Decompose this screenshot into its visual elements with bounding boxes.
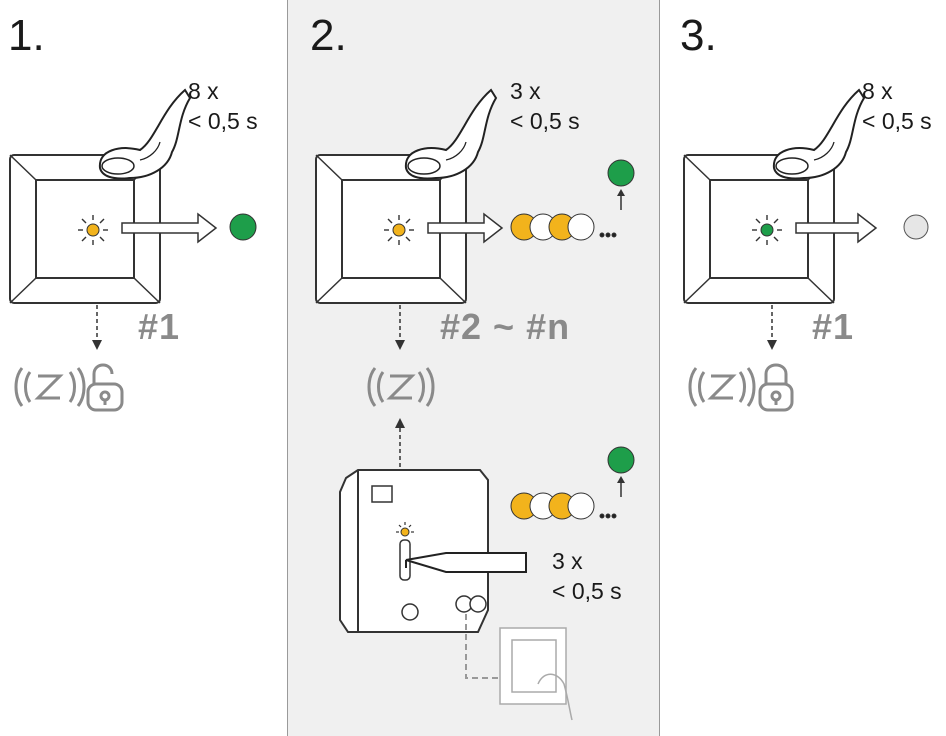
zwave-signal-icon [367,367,435,407]
tap-duration: < 0,5 s [862,108,932,134]
tap-instruction: 8 x < 0,5 s [862,76,932,136]
led-green-icon [229,213,257,241]
step-1-illustration [9,88,257,412]
device-slot-label: #1 [812,306,855,347]
tap-duration: < 0,5 s [510,108,580,134]
push-button-switch [499,627,573,721]
zwave-signal-icon [14,367,86,407]
panel-divider [659,0,660,736]
unlocked-padlock-icon [86,363,124,412]
step-2-panel: 2. 3 x < 0,5 s [288,0,659,736]
led-amber-icon [78,215,108,245]
finger-icon [404,88,498,180]
wiring-line [465,614,498,679]
led-green-icon [607,159,635,187]
step-1-panel: 1. 8 x < 0,5 s [0,0,287,736]
arrow-right-icon [795,212,878,244]
device-slot-label: #2 ~ #n [440,306,571,347]
led-amber-icon [384,215,414,245]
screwdriver-icon [405,552,527,573]
blink-sequence-icon [510,213,617,241]
step-3-panel: 3. 8 x < 0,5 s [660,0,946,736]
arrow-right-icon [121,212,218,244]
wall-switch [683,154,835,304]
zwave-signal-icon [688,367,756,407]
led-off-icon [903,214,929,240]
actuator-module [339,469,489,633]
led-amber-small-icon [396,522,414,537]
arrow-right-icon [427,212,504,244]
step-number: 1. [8,11,45,60]
locked-padlock-icon [758,363,794,412]
tap-instruction: 3 x < 0,5 s [510,76,580,136]
step-number: 2. [310,11,347,60]
step-2-illustration [315,88,635,721]
tap-duration: < 0,5 s [552,578,622,604]
wall-switch [315,154,467,304]
panel-divider [287,0,288,736]
device-slot-label: #1 [138,306,181,347]
blink-sequence-icon [510,492,617,520]
finger-icon [772,88,866,180]
device-tap-instruction: 3 x < 0,5 s [552,546,622,606]
tap-count: 8 x [862,78,893,104]
finger-icon [98,88,192,180]
tap-count: 3 x [552,548,583,574]
led-green-icon [607,446,635,474]
tap-count: 8 x [188,78,219,104]
tap-instruction: 8 x < 0,5 s [188,76,258,136]
tap-count: 3 x [510,78,541,104]
step-number: 3. [680,11,717,60]
led-green-small-icon [752,215,782,245]
tap-duration: < 0,5 s [188,108,258,134]
step-3-illustration [683,88,929,412]
